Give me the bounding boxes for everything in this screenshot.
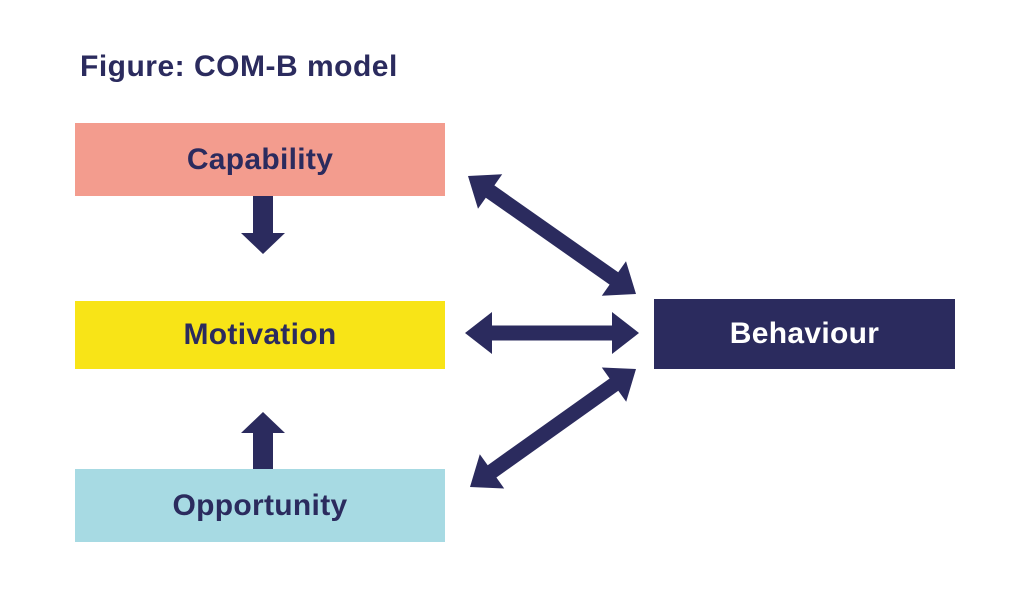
arrow-opportunity-behaviour: [470, 367, 636, 489]
node-behaviour: Behaviour: [654, 299, 955, 369]
node-capability: Capability: [75, 123, 445, 196]
arrow-motivation-behaviour: [465, 312, 639, 354]
node-capability-label: Capability: [186, 142, 334, 176]
arrow-capability-motivation: [241, 196, 285, 254]
node-opportunity: Opportunity: [75, 469, 445, 542]
arrow-capability-behaviour: [468, 174, 636, 296]
node-opportunity-label: Opportunity: [172, 488, 348, 522]
node-motivation: Motivation: [75, 301, 445, 369]
node-behaviour-label: Behaviour: [729, 317, 880, 350]
figure-title: Figure: COM-B model: [80, 50, 398, 83]
node-motivation-label: Motivation: [183, 318, 337, 351]
arrow-opportunity-motivation: [241, 412, 285, 469]
